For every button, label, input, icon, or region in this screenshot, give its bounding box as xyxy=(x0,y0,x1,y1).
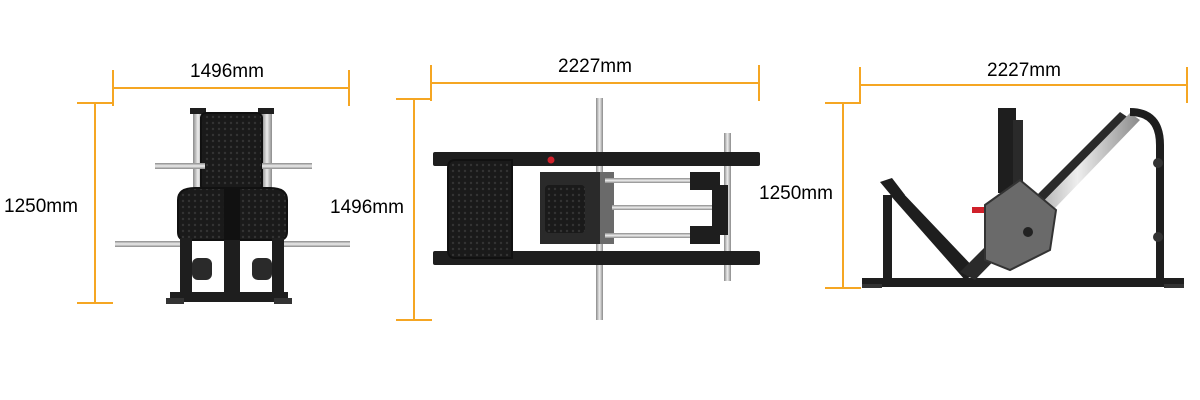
side-length-dimension xyxy=(859,67,1188,103)
side-length-label: 2227mm xyxy=(987,60,1061,81)
front-height-label: 1250mm xyxy=(4,196,78,217)
side-machine xyxy=(862,108,1184,288)
side-view xyxy=(825,67,1188,289)
front-height-dimension xyxy=(77,102,113,304)
top-length-label: 2227mm xyxy=(558,56,632,77)
front-width-label: 1496mm xyxy=(190,61,264,82)
top-machine xyxy=(433,98,760,320)
side-height-dimension xyxy=(825,102,861,289)
top-width-label: 1496mm xyxy=(330,197,404,218)
side-height-label: 1250mm xyxy=(759,183,833,204)
top-length-dimension xyxy=(430,65,760,101)
front-view xyxy=(77,70,350,304)
top-view xyxy=(396,65,760,321)
top-width-dimension xyxy=(396,98,432,321)
front-width-dimension xyxy=(112,70,350,106)
front-machine xyxy=(115,108,350,304)
